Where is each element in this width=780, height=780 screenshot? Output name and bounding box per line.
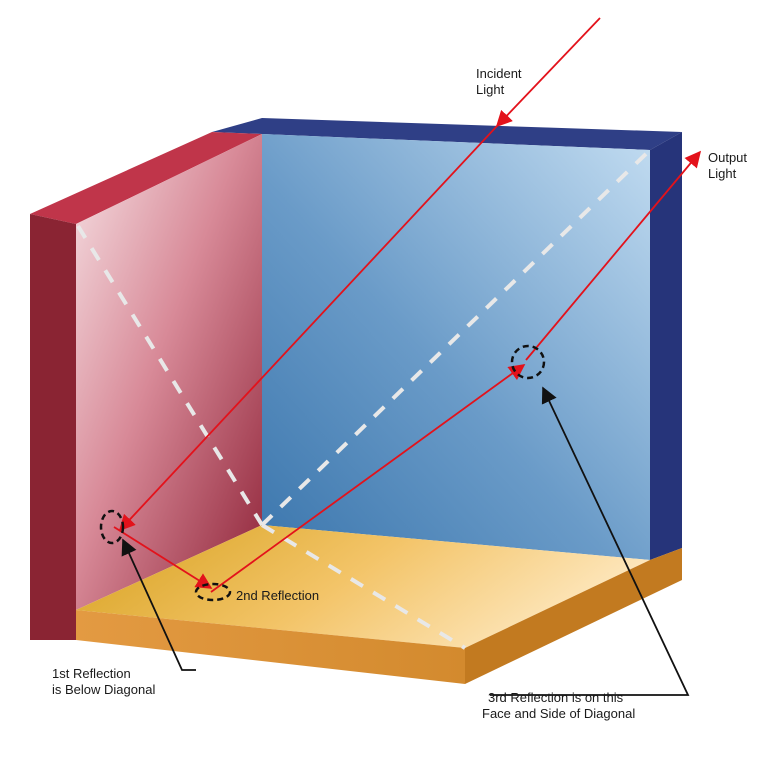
output-label-line1: Output (708, 150, 747, 165)
first-reflection-marker (99, 509, 125, 545)
incident-beam (495, 17, 601, 128)
floor-face (76, 525, 650, 648)
left-face (76, 134, 262, 610)
beam-second-to-third (210, 364, 526, 593)
third-reflection-callout (490, 386, 690, 696)
back-wall-right-edge (650, 132, 682, 560)
first-reflection-label-line1: 1st Reflection (52, 666, 131, 681)
left-wall-top-edge (30, 132, 262, 224)
third-reflection-label-line1: 3rd Reflection is on this (488, 690, 624, 705)
left-face-diagonal (76, 224, 264, 527)
first-reflection-label-line2: is Below Diagonal (52, 682, 155, 697)
incident-label-line1: Incident (476, 66, 522, 81)
output-label-line2: Light (708, 166, 737, 181)
second-reflection-label: 2nd Reflection (236, 588, 319, 603)
floor-front-edge (76, 610, 465, 684)
incident-label-line2: Light (476, 82, 505, 97)
beam-first-to-second (113, 526, 213, 589)
third-reflection-marker (510, 344, 546, 380)
back-face-diagonal (260, 148, 652, 527)
incident-beam-continued (118, 125, 498, 532)
second-reflection-marker (194, 582, 232, 602)
back-face (262, 134, 650, 560)
left-wall-outer-edge (30, 214, 76, 640)
floor-diagonal (260, 523, 467, 650)
output-beam (525, 150, 702, 361)
back-wall-top-edge (212, 118, 682, 150)
floor-side-edge (465, 548, 682, 684)
third-reflection-label-line2: Face and Side of Diagonal (482, 706, 635, 721)
first-reflection-callout (121, 538, 196, 671)
